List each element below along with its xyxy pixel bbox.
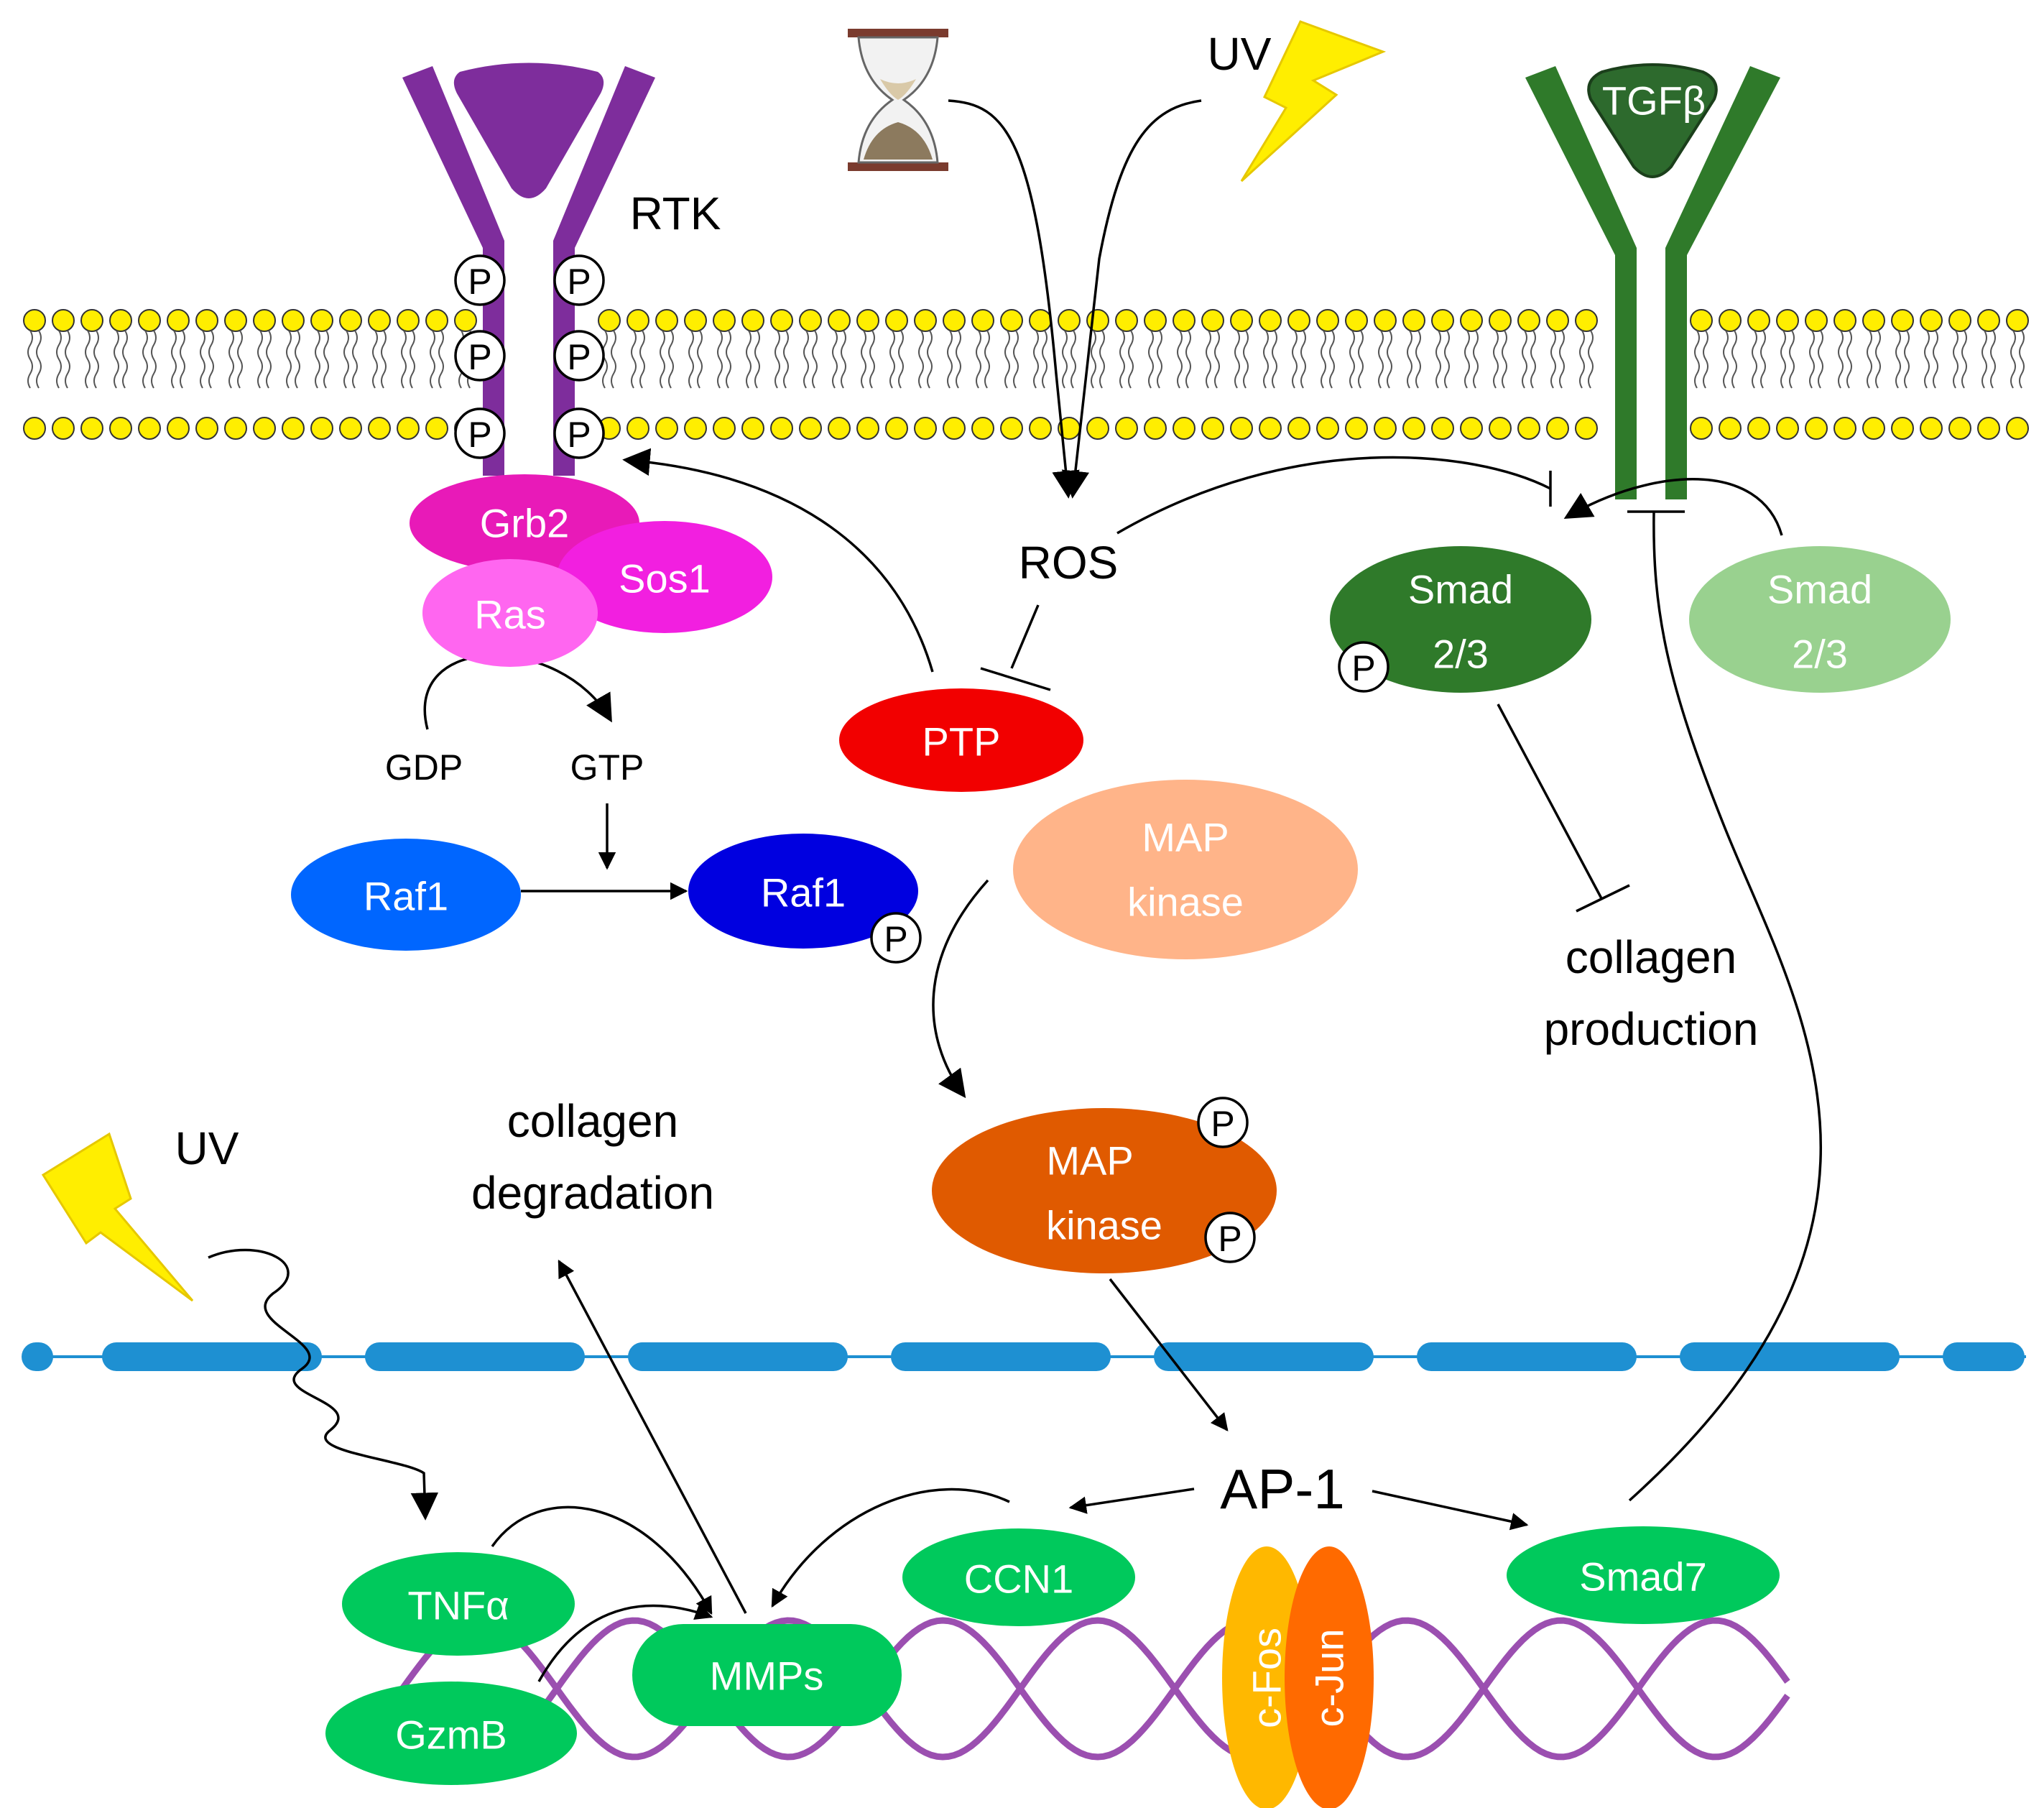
svg-text:P: P xyxy=(468,262,491,302)
mapk-phosphate-1: P xyxy=(1197,1097,1249,1148)
tgfb-label: TGFβ xyxy=(1602,78,1706,124)
svg-text:2/3: 2/3 xyxy=(1792,632,1848,677)
gdp-label: GDP xyxy=(385,747,463,788)
map-kinase-active: MAP kinase xyxy=(932,1108,1277,1273)
tnfa-protein: TNFα xyxy=(342,1552,575,1656)
svg-text:kinase: kinase xyxy=(1046,1203,1162,1248)
raf1-phosphate: P xyxy=(870,912,922,964)
mmps-protein: MMPs xyxy=(632,1624,902,1726)
svg-text:P: P xyxy=(1211,1104,1234,1144)
svg-text:P: P xyxy=(468,337,491,377)
svg-text:Ras: Ras xyxy=(474,592,546,637)
tgfb-receptor xyxy=(1525,63,1780,499)
ccn1-protein: CCN1 xyxy=(902,1528,1135,1626)
svg-text:PTP: PTP xyxy=(922,719,1001,765)
svg-text:P: P xyxy=(567,337,591,377)
ras-protein: Ras xyxy=(422,559,598,667)
svg-text:TNFα: TNFα xyxy=(407,1583,509,1628)
svg-text:c-Jun: c-Jun xyxy=(1307,1629,1352,1728)
uv-left-label: UV xyxy=(175,1122,239,1174)
svg-text:GzmB: GzmB xyxy=(395,1712,507,1758)
svg-text:kinase: kinase xyxy=(1127,880,1244,925)
ptp-protein: PTP xyxy=(839,688,1083,792)
collagen-degradation-label-2: degradation xyxy=(471,1167,714,1219)
svg-text:P: P xyxy=(1218,1219,1241,1259)
dna-helix xyxy=(399,1617,1790,1761)
lipid-heads-top xyxy=(23,309,2029,332)
lipid-tails xyxy=(27,330,2025,389)
collagen-production-label-2: production xyxy=(1544,1003,1759,1055)
gzmb-protein: GzmB xyxy=(325,1682,577,1785)
uv-top-label: UV xyxy=(1208,28,1272,80)
svg-text:Raf1: Raf1 xyxy=(761,870,846,915)
map-kinase-inactive: MAP kinase xyxy=(1013,780,1358,959)
hourglass-icon xyxy=(848,29,948,171)
svg-text:Smad: Smad xyxy=(1767,567,1872,612)
svg-text:Raf1: Raf1 xyxy=(364,874,448,919)
smad23-inactive: Smad 2/3 xyxy=(1689,546,1951,693)
svg-text:P: P xyxy=(567,415,591,455)
svg-text:CCN1: CCN1 xyxy=(964,1556,1073,1602)
smad7-protein: Smad7 xyxy=(1507,1526,1780,1624)
ap1-label: AP-1 xyxy=(1220,1457,1344,1521)
svg-text:P: P xyxy=(884,919,907,959)
gtp-label: GTP xyxy=(570,747,644,788)
svg-text:Sos1: Sos1 xyxy=(619,556,711,601)
pathway-connectors xyxy=(208,99,1822,1682)
raf1-active: Raf1 xyxy=(688,834,918,949)
svg-text:Smad: Smad xyxy=(1408,567,1513,612)
uv-lightning-icon-left xyxy=(41,1132,194,1302)
cell-membrane xyxy=(23,309,2029,440)
svg-text:P: P xyxy=(468,415,491,455)
svg-text:MAP: MAP xyxy=(1142,815,1229,860)
svg-text:P: P xyxy=(567,262,591,302)
svg-text:P: P xyxy=(1351,648,1375,688)
smad-phosphate: P xyxy=(1338,641,1389,693)
raf1-inactive: Raf1 xyxy=(291,839,521,951)
svg-text:c-Fos: c-Fos xyxy=(1244,1628,1290,1728)
sos1-protein: Sos1 xyxy=(557,521,772,633)
svg-text:Grb2: Grb2 xyxy=(480,501,570,546)
collagen-degradation-label-1: collagen xyxy=(507,1095,678,1147)
svg-text:Smad7: Smad7 xyxy=(1579,1554,1706,1600)
lipid-heads-bottom xyxy=(23,417,2029,440)
rtk-receptor xyxy=(402,63,655,476)
cjun-protein: c-Jun xyxy=(1285,1546,1374,1808)
cfos-protein: c-Fos xyxy=(1222,1546,1311,1808)
mapk-phosphate-2: P xyxy=(1204,1212,1256,1263)
nuclear-membrane xyxy=(22,1342,2026,1371)
collagen-production-label-1: collagen xyxy=(1566,931,1737,983)
smad23-phosphorylated: Smad 2/3 xyxy=(1330,546,1591,693)
uv-lightning-icon-top xyxy=(1240,20,1387,183)
tgfb-ligand xyxy=(1587,63,1718,178)
rtk-ligand xyxy=(453,63,604,198)
svg-text:MAP: MAP xyxy=(1046,1138,1133,1184)
rtk-label: RTK xyxy=(630,188,721,239)
ros-label: ROS xyxy=(1019,537,1119,589)
svg-text:MMPs: MMPs xyxy=(710,1654,824,1699)
svg-text:2/3: 2/3 xyxy=(1433,632,1489,677)
